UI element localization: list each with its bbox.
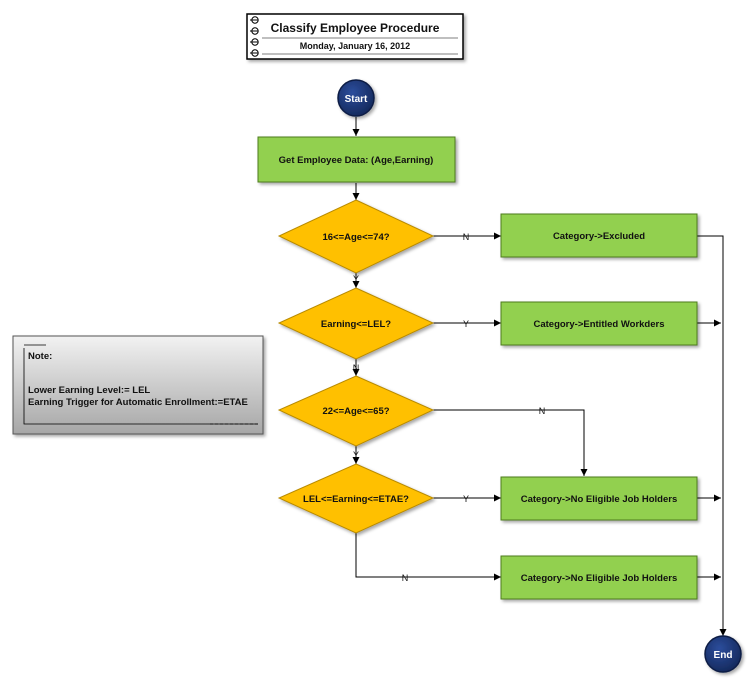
d4-yes-label: Y [463,494,469,504]
title-card: Classify Employee Procedure Monday, Janu… [246,13,464,60]
note-line-1: Lower Earning Level:= LEL [28,385,150,396]
decision-earning-lel-label: Earning<=LEL? [321,319,391,330]
d1-no-label: N [463,232,470,242]
decision-age-16-74: 16<=Age<=74? [277,199,435,274]
outcome-no-eligible-2: Category->No Eligible Job Holders [500,555,698,600]
outcome-no-eligible-1-label: Category->No Eligible Job Holders [521,494,678,505]
outcome-excluded: Category->Excluded [500,213,698,258]
outcome-entitled-label: Category->Entitled Workders [533,319,664,330]
note-line-2: Earning Trigger for Automatic Enrollment… [28,397,248,408]
decision-age-22-65: 22<=Age<=65? [277,375,435,447]
end-node: End [704,635,742,673]
d4-no-label: N [402,573,409,583]
connector-labels: N Y Y N N Y Y N [353,232,546,583]
outcome-excluded-label: Category->Excluded [553,231,645,242]
d3-no-label: N [539,406,546,416]
decision-earning-lel: Earning<=LEL? [277,287,435,360]
start-node: Start [337,79,375,117]
outcome-no-eligible-1: Category->No Eligible Job Holders [500,476,698,521]
d2-no-label: N [353,363,360,373]
spiral-binding-icon [250,16,259,57]
end-label: End [714,650,733,661]
d1-yes-label: Y [353,274,359,284]
get-employee-data-box: Get Employee Data: (Age,Earning) [257,136,456,183]
d3-yes-label: Y [353,450,359,460]
connectors [352,117,727,636]
get-employee-data-label: Get Employee Data: (Age,Earning) [279,155,434,166]
note-heading: Note: [28,351,52,362]
title-card-date: Monday, January 16, 2012 [300,41,410,51]
decision-age-22-65-label: 22<=Age<=65? [322,406,389,417]
title-card-title: Classify Employee Procedure [271,21,440,35]
decision-lel-etae-label: LEL<=Earning<=ETAE? [303,494,409,505]
decision-lel-etae: LEL<=Earning<=ETAE? [277,463,435,534]
start-label: Start [345,94,368,105]
decision-age-16-74-label: 16<=Age<=74? [322,232,389,243]
note-box: Note: Lower Earning Level:= LEL Earning … [12,335,264,435]
outcome-entitled: Category->Entitled Workders [500,301,698,346]
outcome-no-eligible-2-label: Category->No Eligible Job Holders [521,573,678,584]
d2-yes-label: Y [463,319,469,329]
